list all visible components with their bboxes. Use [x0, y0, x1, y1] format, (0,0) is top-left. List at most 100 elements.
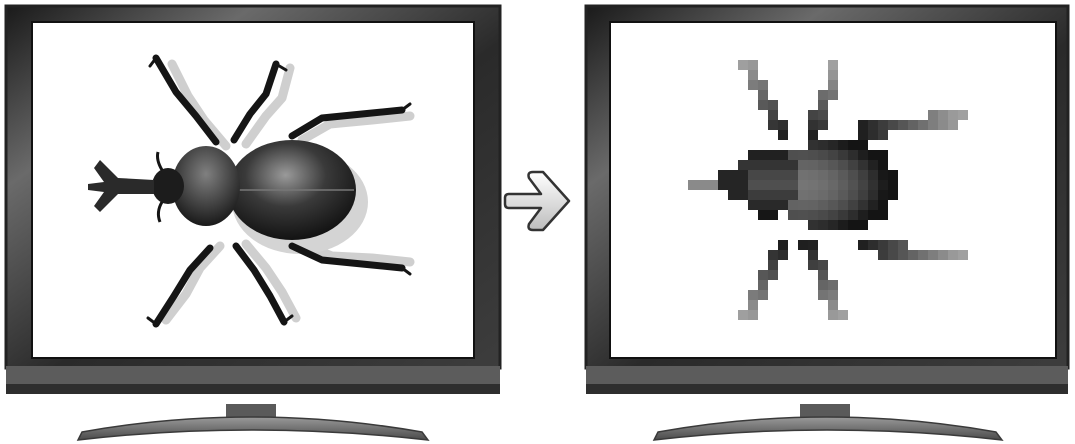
pixel-block: [868, 170, 878, 180]
pixel-block: [778, 120, 788, 130]
pixel-block: [828, 190, 838, 200]
pixel-block: [808, 240, 818, 250]
pixel-block: [798, 170, 808, 180]
pixel-block: [828, 310, 838, 320]
pixel-block: [938, 250, 948, 260]
pixel-block: [758, 150, 768, 160]
pixel-block: [948, 250, 958, 260]
pixel-block: [758, 280, 768, 290]
pixel-block: [758, 180, 768, 190]
pixel-block: [788, 180, 798, 190]
pixel-block: [748, 70, 758, 80]
monitor-base-band: [6, 366, 500, 384]
pixel-block: [878, 180, 888, 190]
pixel-block: [888, 170, 898, 180]
pixel-block: [778, 170, 788, 180]
pixel-block: [938, 120, 948, 130]
pixel-block: [808, 220, 818, 230]
pixel-block: [808, 140, 818, 150]
pixel-block: [768, 250, 778, 260]
pixel-block: [808, 170, 818, 180]
pixel-block: [828, 170, 838, 180]
pixel-block: [748, 60, 758, 70]
pixel-block: [888, 190, 898, 200]
pixel-block: [768, 260, 778, 270]
pixel-block: [728, 180, 738, 190]
pixel-block: [828, 160, 838, 170]
pixel-block: [838, 220, 848, 230]
pixel-block: [818, 200, 828, 210]
pixel-block: [808, 180, 818, 190]
pixel-block: [738, 190, 748, 200]
pixel-block: [878, 200, 888, 210]
pixel-block: [828, 80, 838, 90]
pixel-block: [928, 250, 938, 260]
pixel-block: [758, 100, 768, 110]
pixel-block: [718, 170, 728, 180]
pixel-block: [748, 80, 758, 90]
pixel-block: [768, 170, 778, 180]
pixel-block: [768, 120, 778, 130]
pixel-block: [818, 210, 828, 220]
pixel-block: [878, 130, 888, 140]
pixel-block: [878, 160, 888, 170]
pixel-block: [798, 210, 808, 220]
pixel-block: [758, 290, 768, 300]
pixel-block: [908, 120, 918, 130]
pixel-block: [898, 240, 908, 250]
pixel-block: [828, 220, 838, 230]
pixel-block: [898, 250, 908, 260]
pixel-block: [868, 200, 878, 210]
pixel-block: [888, 180, 898, 190]
pixel-block: [708, 180, 718, 190]
pixel-block: [778, 250, 788, 260]
pixel-block: [818, 180, 828, 190]
pixel-block: [798, 180, 808, 190]
pixel-block: [848, 160, 858, 170]
pixel-block: [848, 150, 858, 160]
pixel-block: [878, 210, 888, 220]
pixel-block: [798, 240, 808, 250]
pixel-block: [948, 110, 958, 120]
pixel-block: [948, 120, 958, 130]
pixel-block: [838, 160, 848, 170]
pixel-block: [878, 190, 888, 200]
pixel-block: [758, 80, 768, 90]
pixel-block: [808, 150, 818, 160]
pixel-block: [868, 240, 878, 250]
pixel-block: [858, 190, 868, 200]
pixel-block: [768, 110, 778, 120]
pixel-block: [868, 210, 878, 220]
pixel-block: [808, 210, 818, 220]
pixel-block: [748, 290, 758, 300]
pixel-block: [778, 190, 788, 200]
pixel-block: [768, 190, 778, 200]
pixel-block: [788, 200, 798, 210]
pixel-block: [778, 130, 788, 140]
pixel-block: [788, 190, 798, 200]
pixel-block: [898, 120, 908, 130]
pixel-block: [878, 150, 888, 160]
pixel-block: [888, 240, 898, 250]
pixel-block: [878, 170, 888, 180]
pixel-block: [868, 150, 878, 160]
pixel-block: [748, 200, 758, 210]
pixel-block: [818, 110, 828, 120]
pixel-block: [798, 190, 808, 200]
pixel-block: [738, 170, 748, 180]
pixel-block: [758, 160, 768, 170]
pixel-block: [748, 170, 758, 180]
pixel-block: [828, 60, 838, 70]
pixel-block: [798, 160, 808, 170]
pixel-block: [828, 290, 838, 300]
right-arrow-icon: [503, 166, 577, 236]
pixel-block: [778, 180, 788, 190]
pixel-block: [878, 250, 888, 260]
pixel-block: [818, 150, 828, 160]
pixel-block: [748, 310, 758, 320]
pixel-block: [758, 170, 768, 180]
pixel-block: [838, 200, 848, 210]
pixel-block: [768, 160, 778, 170]
pixel-block: [908, 250, 918, 260]
pixel-block: [738, 180, 748, 190]
